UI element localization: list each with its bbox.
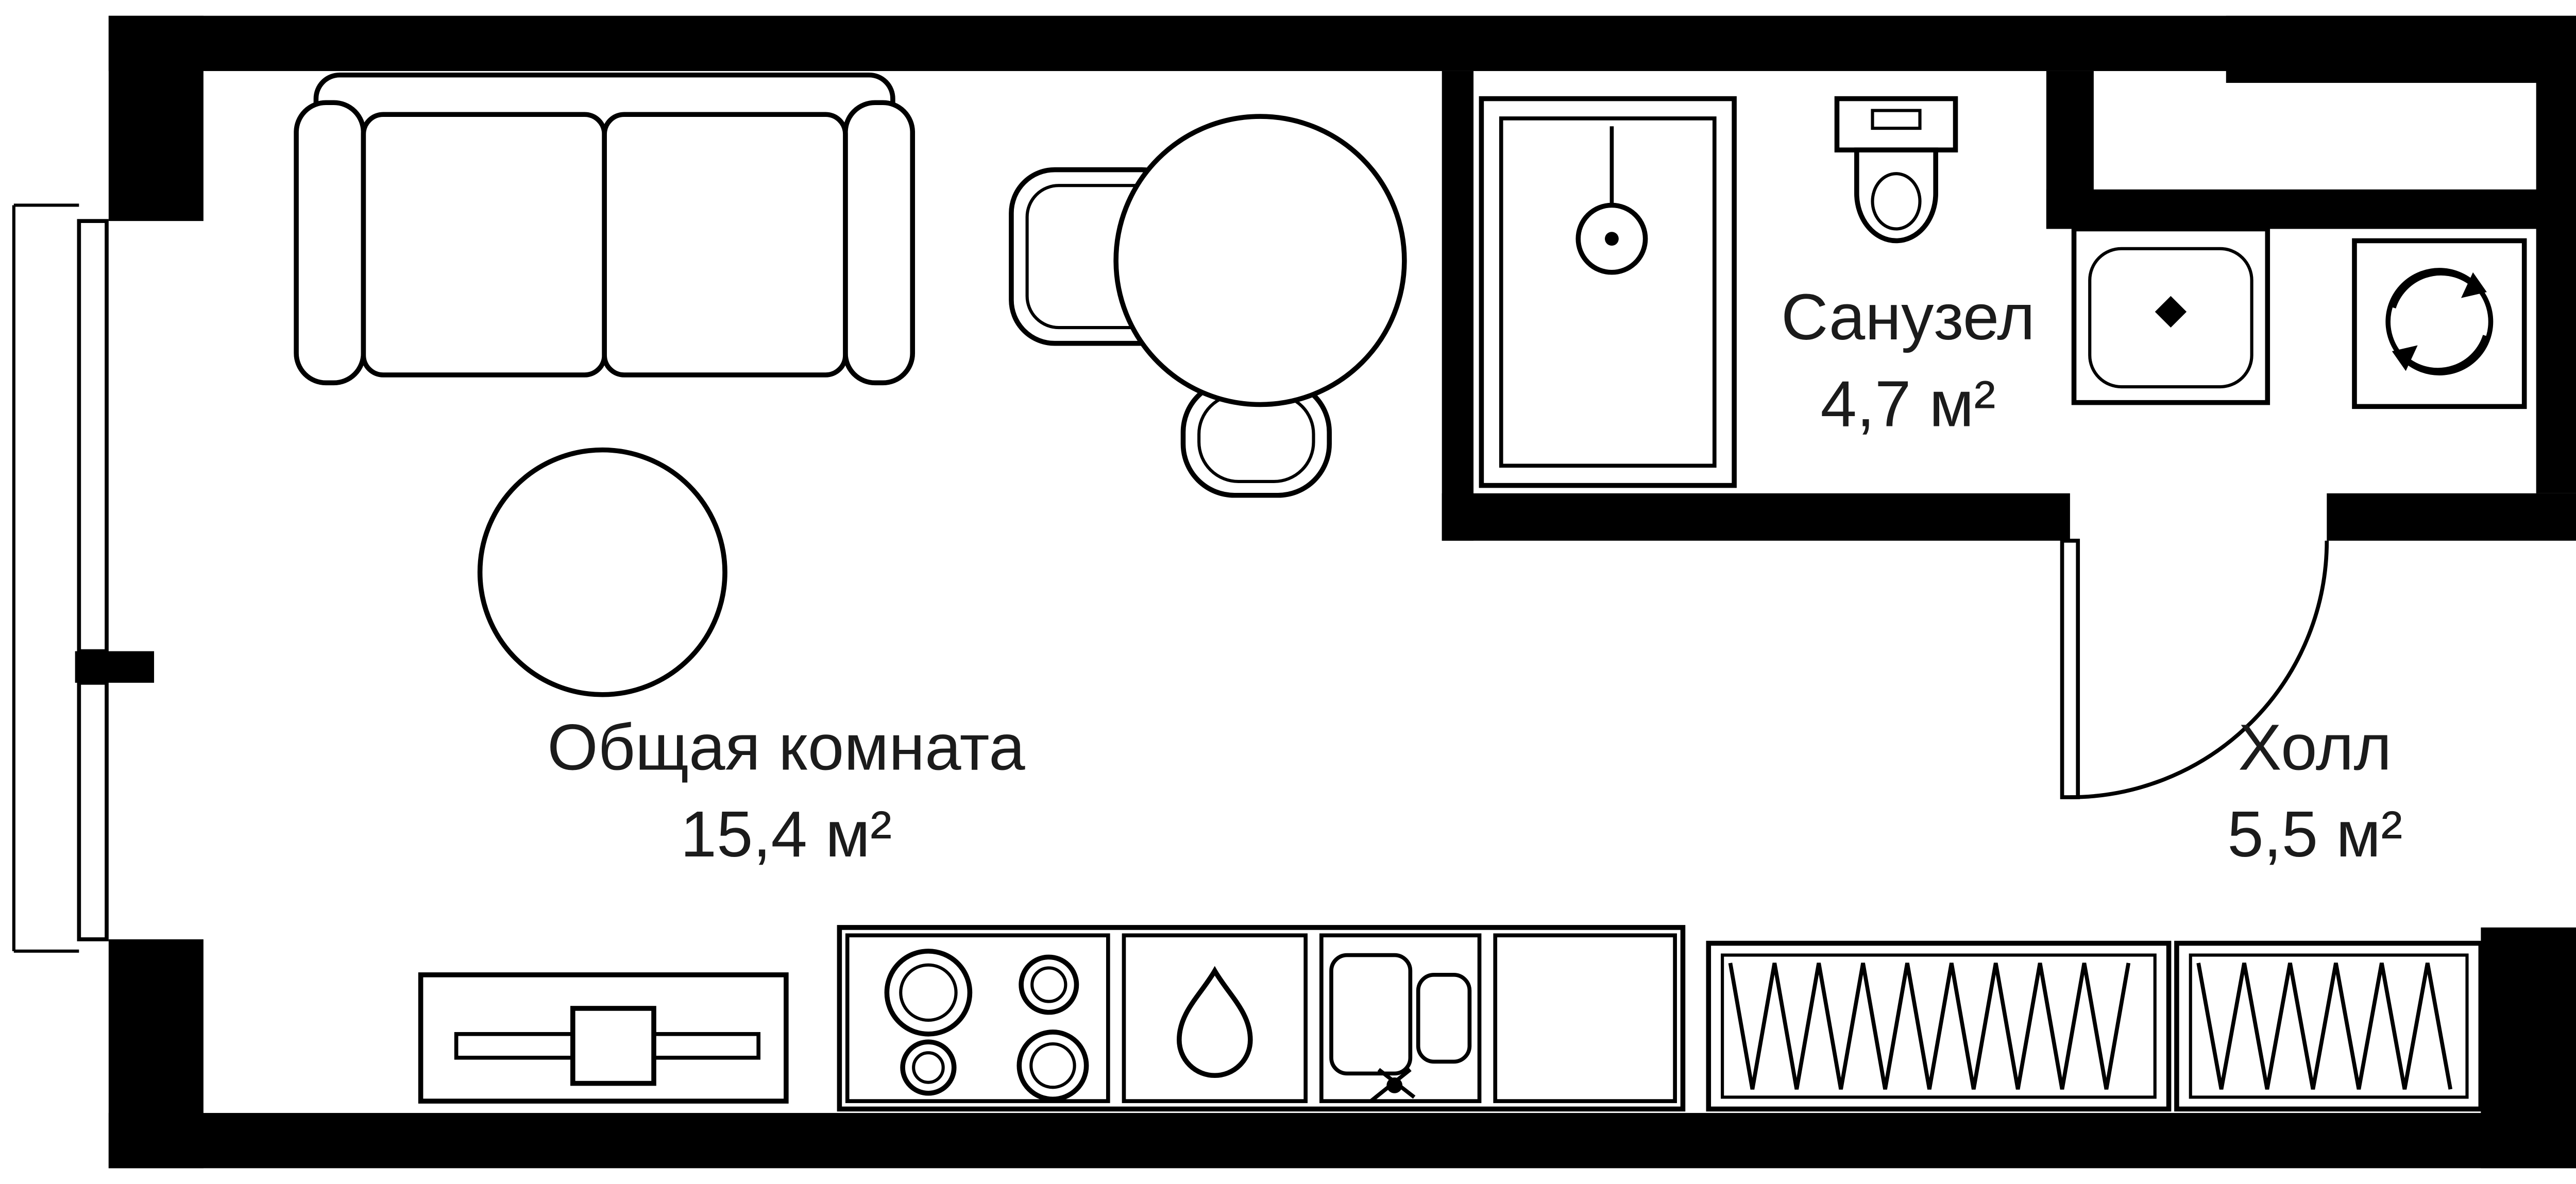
living-room-label: Общая комната 15,4 м² [547,711,1025,870]
drop-section [1122,933,1308,1103]
kitchen-counter [837,925,1686,1112]
wall-bathroom-bottom-right [2327,493,2576,541]
windows [12,203,109,953]
window-left-lower [77,680,109,941]
wall-corner-bottom-right [2481,927,2576,1169]
bathroom-label: Санузел 4,7 м² [1781,281,2035,440]
washing-machine [2352,238,2527,409]
cooktop-burners [884,949,1089,1102]
tv-stand [418,972,789,1104]
kitchen-sink [1329,953,1472,1103]
wall-top-right-thick [2226,15,2576,83]
shower-cabin [1479,96,1737,488]
wall-top [108,15,2576,71]
bathroom-name: Санузел [1781,281,2035,353]
fridge-snowflake-icon [1551,979,1618,1058]
wall-corner-top-left [108,15,204,221]
wall-bathroom-left [1442,71,1474,541]
interior-door [2060,539,2329,799]
washbasin [2071,226,2270,405]
washer-drum-icon [2385,268,2494,375]
window-left-upper [77,219,109,654]
living-room-area: 15,4 м² [681,798,892,870]
toilet [1834,96,1958,244]
drain-diamond-icon [2155,296,2187,328]
dining-table [1113,114,1407,407]
interior-door-arc [2070,540,2329,799]
wardrobe-right [2174,940,2484,1112]
walls [75,15,2576,1169]
round-rug [477,447,727,697]
hall-label: Холл 5,5 м² [2227,711,2402,870]
cooktop-section [845,933,1110,1103]
hall-area: 5,5 м² [2227,798,2402,870]
fridge-section [1493,933,1677,1103]
sofa [294,72,916,386]
interior-door-leaf [2060,539,2080,799]
wardrobe-left-hangers-icon [1728,963,2131,1090]
wall-left-stub [75,651,155,683]
wardrobe-left [1706,940,2172,1112]
shower-head-icon [1575,202,1648,275]
bathroom-area: 4,7 м² [1820,368,1995,440]
living-room-name: Общая комната [547,711,1025,783]
water-drop-icon [1177,966,1253,1078]
wall-right-upper [2536,71,2576,493]
wardrobe-right-hangers-icon [2196,963,2453,1090]
sink-section [1319,933,1482,1103]
wall-bathroom-bottom-left [1442,493,2070,541]
wall-bottom [108,1113,2576,1169]
wall-niche-top [2046,189,2576,229]
hall-name: Холл [2238,711,2392,783]
